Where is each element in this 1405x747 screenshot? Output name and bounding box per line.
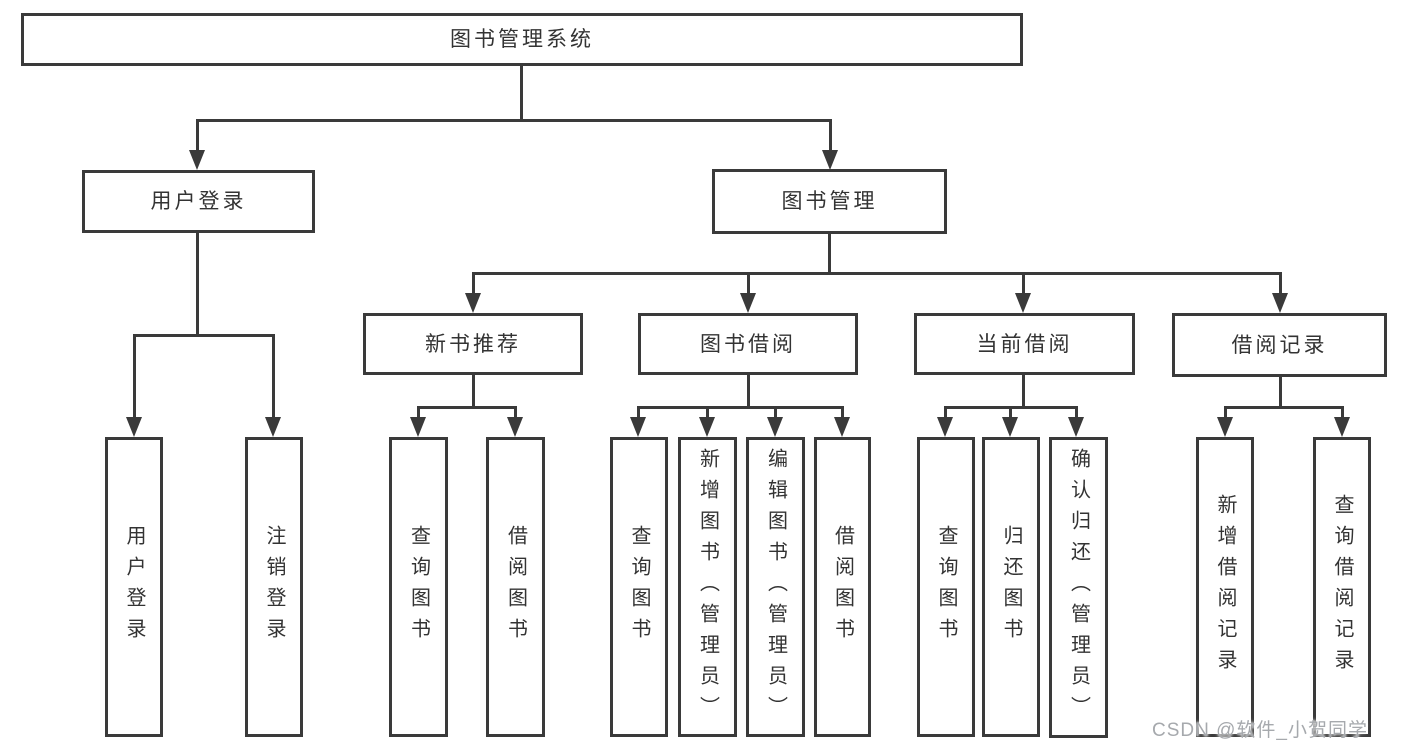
node-borrowing-records: 借阅记录 bbox=[1172, 313, 1387, 377]
connector-line bbox=[637, 406, 844, 409]
leaf-user-login: 用户登录 bbox=[105, 437, 163, 737]
arrow-down-icon bbox=[699, 417, 715, 437]
leaf-add-books-admin: 新增图书（管理员） bbox=[678, 437, 737, 737]
connector-line bbox=[417, 406, 420, 419]
leaf-query-borrow-record: 查询借阅记录 bbox=[1313, 437, 1371, 737]
arrow-down-icon bbox=[126, 417, 142, 437]
connector-line bbox=[196, 233, 199, 337]
connector-line bbox=[747, 375, 750, 409]
connector-line bbox=[417, 406, 517, 409]
leaf-return-books: 归还图书 bbox=[982, 437, 1040, 737]
connector-line bbox=[774, 406, 777, 419]
connector-line bbox=[1075, 406, 1078, 419]
connector-line bbox=[196, 119, 199, 154]
arrow-down-icon bbox=[507, 417, 523, 437]
leaf-borrow-books-recommend: 借阅图书 bbox=[486, 437, 545, 737]
connector-line bbox=[944, 406, 947, 419]
connector-line bbox=[472, 272, 1282, 275]
connector-line bbox=[1279, 272, 1282, 295]
leaf-query-books-borrowing: 查询图书 bbox=[610, 437, 668, 737]
connector-line bbox=[1224, 406, 1343, 409]
connector-line bbox=[841, 406, 844, 419]
connector-line bbox=[1279, 377, 1282, 409]
node-new-book-recommend: 新书推荐 bbox=[363, 313, 583, 375]
arrow-down-icon bbox=[410, 417, 426, 437]
connector-line bbox=[514, 406, 517, 419]
connector-line bbox=[472, 375, 475, 409]
leaf-borrow-books: 借阅图书 bbox=[814, 437, 871, 737]
arrow-down-icon bbox=[1217, 417, 1233, 437]
leaf-query-books-current: 查询图书 bbox=[917, 437, 975, 737]
node-user-login: 用户登录 bbox=[82, 170, 315, 233]
connector-line bbox=[828, 234, 831, 275]
leaf-edit-books-admin: 编辑图书（管理员） bbox=[746, 437, 805, 737]
node-current-borrowing: 当前借阅 bbox=[914, 313, 1135, 375]
connector-line bbox=[1341, 406, 1344, 419]
arrow-down-icon bbox=[265, 417, 281, 437]
arrow-down-icon bbox=[630, 417, 646, 437]
arrow-down-icon bbox=[1334, 417, 1350, 437]
leaf-query-books-recommend: 查询图书 bbox=[389, 437, 448, 737]
arrow-down-icon bbox=[189, 150, 205, 170]
arrow-down-icon bbox=[465, 293, 481, 313]
arrow-down-icon bbox=[1015, 293, 1031, 313]
arrow-down-icon bbox=[1272, 293, 1288, 313]
connector-line bbox=[1022, 375, 1025, 409]
arrow-down-icon bbox=[740, 293, 756, 313]
node-book-management: 图书管理 bbox=[712, 169, 947, 234]
node-book-borrowing: 图书借阅 bbox=[638, 313, 858, 375]
connector-line bbox=[1022, 272, 1025, 295]
leaf-logout: 注销登录 bbox=[245, 437, 303, 737]
arrow-down-icon bbox=[767, 417, 783, 437]
arrow-down-icon bbox=[1002, 417, 1018, 437]
leaf-add-borrow-record: 新增借阅记录 bbox=[1196, 437, 1254, 737]
node-root-library-management-system: 图书管理系统 bbox=[21, 13, 1023, 66]
connector-line bbox=[706, 406, 709, 419]
arrow-down-icon bbox=[1068, 417, 1084, 437]
connector-line bbox=[1009, 406, 1012, 419]
connector-line bbox=[829, 119, 832, 154]
arrow-down-icon bbox=[822, 150, 838, 170]
connector-line bbox=[196, 119, 832, 122]
connector-line bbox=[1224, 406, 1227, 419]
leaf-confirm-return-admin: 确认归还（管理员） bbox=[1049, 437, 1108, 738]
connector-line bbox=[637, 406, 640, 419]
connector-line bbox=[747, 272, 750, 295]
arrow-down-icon bbox=[834, 417, 850, 437]
csdn-watermark: CSDN @软件_小贺同学 bbox=[1152, 720, 1368, 741]
connector-line bbox=[520, 66, 523, 121]
connector-line bbox=[133, 334, 136, 419]
connector-line bbox=[272, 334, 275, 419]
connector-line bbox=[133, 334, 275, 337]
arrow-down-icon bbox=[937, 417, 953, 437]
connector-line bbox=[472, 272, 475, 295]
